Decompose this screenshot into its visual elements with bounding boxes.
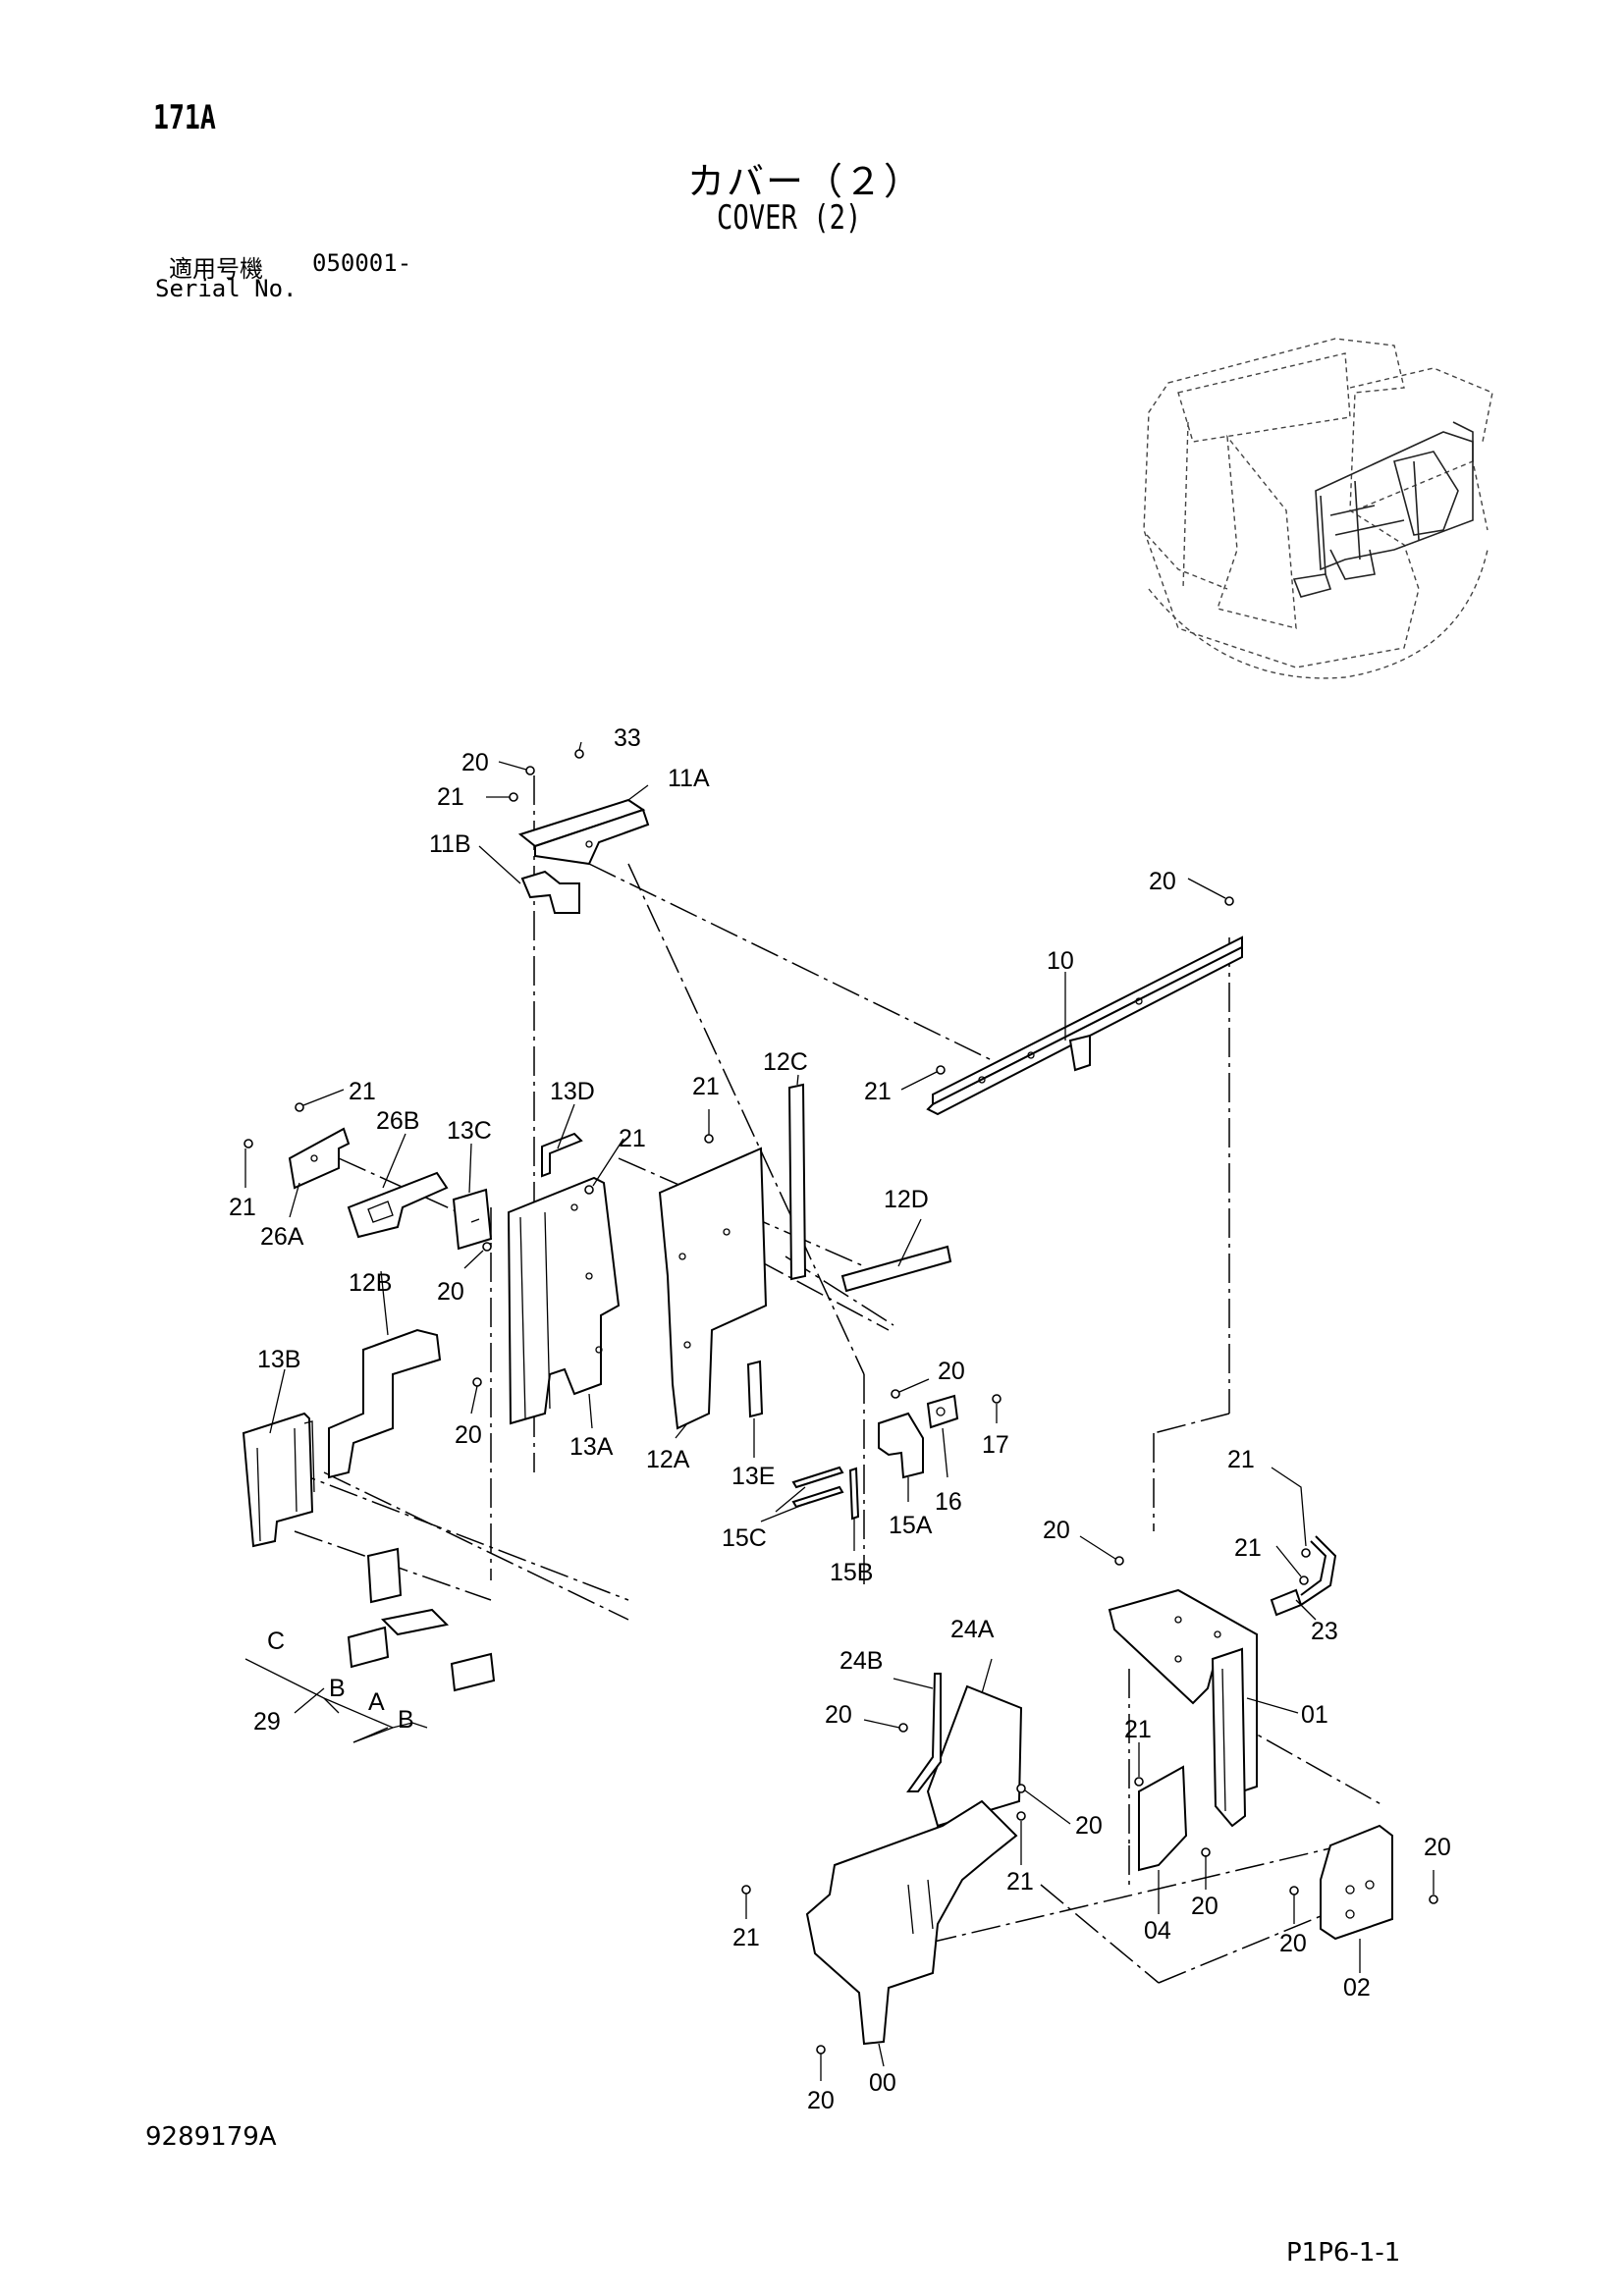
callout-13C: 13C <box>447 1117 492 1145</box>
callout-33: 33 <box>614 724 641 752</box>
callout-21: 21 <box>1227 1446 1255 1473</box>
part-13E <box>746 1360 764 1418</box>
callout-17: 17 <box>982 1431 1009 1459</box>
callout-12B: 12B <box>349 1269 392 1297</box>
callout-01: 01 <box>1301 1701 1328 1729</box>
callout-26A: 26A <box>260 1223 304 1251</box>
callout-labels: 20 33 21 11A 11B 20 10 21 21 26B 13C 13D… <box>229 724 1451 2114</box>
callout-26B: 26B <box>376 1107 419 1135</box>
callout-21: 21 <box>1234 1534 1262 1562</box>
callout-B: B <box>398 1706 414 1734</box>
part-15A <box>878 1412 924 1479</box>
page-title-jp: カバー（２） <box>687 160 924 203</box>
callout-20: 20 <box>1191 1893 1218 1920</box>
serial-label-jp: 適用号機 <box>169 255 263 283</box>
part-00 <box>805 1799 1018 2046</box>
part-04 <box>1138 1765 1188 1872</box>
callout-21: 21 <box>619 1125 646 1152</box>
callout-24B: 24B <box>839 1647 883 1675</box>
part-16 <box>926 1394 959 1429</box>
serial-number: 050001- <box>312 249 412 277</box>
callout-C: C <box>267 1628 285 1655</box>
callout-20: 20 <box>455 1421 482 1449</box>
document-code: 9289179A <box>145 2122 277 2152</box>
callout-20: 20 <box>1043 1517 1070 1544</box>
callout-A: A <box>368 1688 385 1716</box>
callout-20: 20 <box>1075 1812 1103 1840</box>
part-23 <box>1270 1535 1337 1617</box>
machine-location-inset <box>1143 338 1493 679</box>
leader-lines <box>244 741 1435 2081</box>
callout-21: 21 <box>437 783 464 811</box>
part-17 <box>992 1394 1001 1404</box>
part-29 <box>347 1547 496 1692</box>
part-26A <box>288 1127 351 1190</box>
callout-12D: 12D <box>884 1186 929 1213</box>
callout-20: 20 <box>1424 1834 1451 1861</box>
callout-21: 21 <box>864 1078 892 1105</box>
fasteners <box>244 749 1438 2055</box>
callout-20: 20 <box>461 749 489 776</box>
callout-12A: 12A <box>646 1446 690 1473</box>
part-13A <box>507 1176 621 1425</box>
callout-20: 20 <box>807 2087 835 2114</box>
callout-23: 23 <box>1311 1618 1338 1645</box>
callout-21: 21 <box>692 1073 720 1100</box>
callout-11A: 11A <box>668 765 710 792</box>
callout-21: 21 <box>1006 1868 1034 1896</box>
part-15C <box>791 1466 844 1509</box>
part-12B <box>328 1328 442 1479</box>
callout-13D: 13D <box>550 1078 595 1105</box>
part-01 <box>1108 1588 1258 1828</box>
part-10 <box>926 935 1243 1116</box>
page-title-en: COVER (2) <box>717 198 862 238</box>
part-13C <box>452 1188 493 1251</box>
callout-13A: 13A <box>569 1433 614 1461</box>
callout-04: 04 <box>1144 1917 1171 1945</box>
callout-21: 21 <box>1124 1716 1152 1743</box>
callout-20: 20 <box>1149 868 1176 895</box>
callout-02: 02 <box>1343 1974 1371 2002</box>
callout-16: 16 <box>935 1488 962 1516</box>
callout-11B: 11B <box>429 830 471 858</box>
serial-label-en: Serial No. <box>155 275 298 302</box>
part-15B <box>848 1467 860 1521</box>
callout-13E: 13E <box>731 1463 775 1490</box>
callout-29: 29 <box>253 1708 281 1735</box>
part-26B <box>347 1171 449 1239</box>
part-12C <box>787 1083 807 1281</box>
callout-20: 20 <box>938 1358 965 1385</box>
callout-10: 10 <box>1047 947 1074 975</box>
part-02 <box>1320 1824 1393 1941</box>
part-11B <box>520 870 580 914</box>
callout-20: 20 <box>1279 1930 1307 1957</box>
callout-15B: 15B <box>830 1559 873 1586</box>
callout-00: 00 <box>869 2069 896 2097</box>
part-12D <box>840 1245 952 1293</box>
callout-B: B <box>329 1675 346 1702</box>
part-13D <box>541 1132 583 1178</box>
callout-21: 21 <box>732 1924 760 1951</box>
callout-21: 21 <box>229 1194 256 1221</box>
callout-12C: 12C <box>763 1048 808 1076</box>
callout-15C: 15C <box>722 1524 767 1552</box>
sheet-code: P1P6-1-1 <box>1286 2238 1401 2268</box>
part-24B <box>906 1673 942 1792</box>
callout-13B: 13B <box>257 1346 300 1373</box>
callout-20: 20 <box>437 1278 464 1306</box>
part-13B <box>242 1412 315 1548</box>
part-11A <box>517 798 650 866</box>
page-code: 171A <box>153 98 216 137</box>
part-12A <box>658 1147 768 1430</box>
callout-15A: 15A <box>889 1512 933 1539</box>
callout-20: 20 <box>825 1701 852 1729</box>
callout-21: 21 <box>349 1078 376 1105</box>
abc-leader-group <box>244 1658 428 1743</box>
callout-24A: 24A <box>950 1616 995 1643</box>
